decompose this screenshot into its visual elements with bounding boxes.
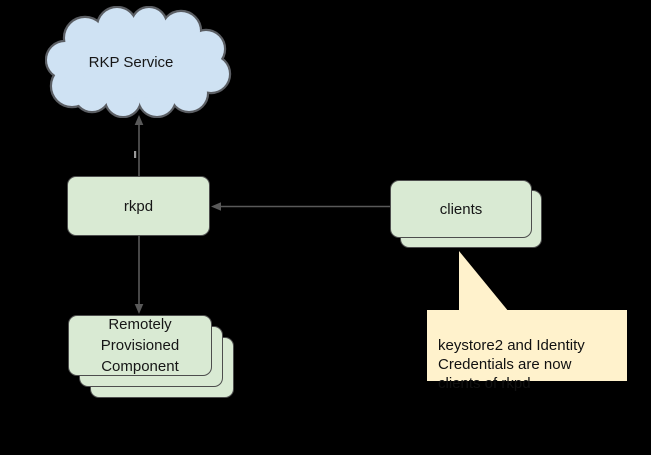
callout-note-text: keystore2 and Identity Credentials are n… <box>438 337 585 392</box>
arrow-down-icon <box>134 304 144 314</box>
node-clients: clients <box>390 180 532 238</box>
node-rkpd-label: rkpd <box>123 197 154 215</box>
node-rkpd: rkpd <box>67 176 210 236</box>
cloud-shape-rkp-service <box>45 6 232 118</box>
connector-midpoint-tick <box>134 151 137 158</box>
node-clients-label: clients <box>439 200 483 218</box>
arrow-left-icon <box>211 202 221 211</box>
callout-tail <box>459 251 509 312</box>
node-remotely-provisioned-component: Remotely Provisioned Component <box>68 315 212 376</box>
cloud-node-label: RKP Service <box>88 53 174 71</box>
cloud-node-rkp-service: RKP Service <box>45 6 233 118</box>
callout-note: keystore2 and Identity Credentials are n… <box>427 310 627 392</box>
arrow-up-icon <box>134 115 144 125</box>
node-rpc-label: Remotely Provisioned Component <box>100 316 180 375</box>
